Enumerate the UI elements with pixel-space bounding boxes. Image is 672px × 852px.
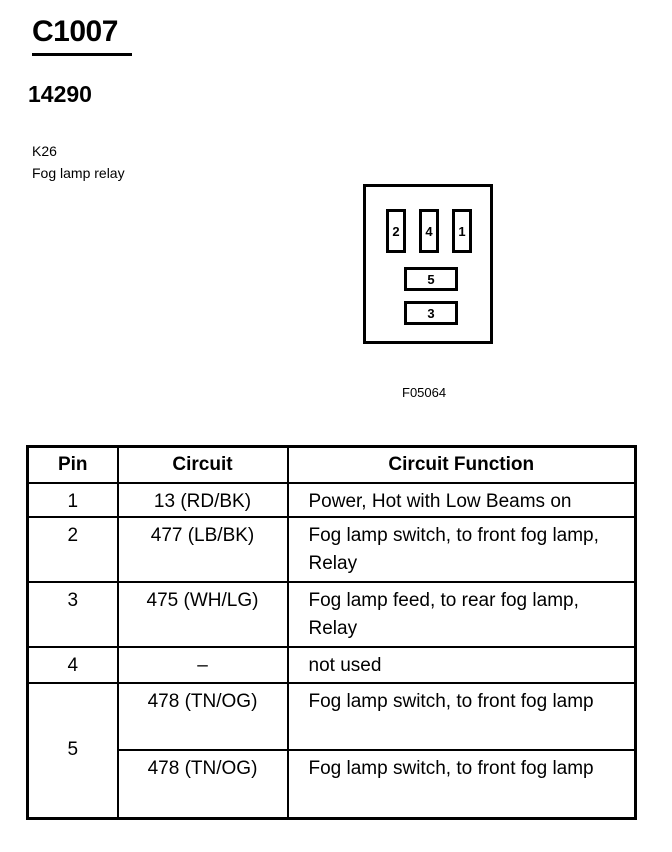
function-cell: Power, Hot with Low Beams on <box>286 482 637 518</box>
connector-pin-3: 3 <box>404 301 458 325</box>
component-name: Fog lamp relay <box>32 165 125 181</box>
connector-pin-4: 4 <box>419 209 439 253</box>
connector-pin-2: 2 <box>386 209 406 253</box>
circuit-cell: 477 (LB/BK) <box>116 516 289 583</box>
heading-underline <box>32 53 132 56</box>
header-circuit: Circuit <box>116 445 289 484</box>
pin-cell: 3 <box>26 581 119 648</box>
connector-pin-5: 5 <box>404 267 458 291</box>
function-cell: Fog lamp switch, to front fog lamp, Rela… <box>286 516 637 583</box>
header-circuit-function: Circuit Function <box>286 445 637 484</box>
figure-code: F05064 <box>402 385 447 400</box>
function-cell: not used <box>286 646 637 684</box>
circuit-cell: 13 (RD/BK) <box>116 482 289 518</box>
table-row: 3 475 (WH/LG) Fog lamp feed, to rear fog… <box>26 581 637 648</box>
circuit-cell: – <box>116 646 289 684</box>
pin-cell: 5 <box>26 682 119 819</box>
pin-cell: 4 <box>26 646 119 684</box>
connector-id-heading: C1007 <box>32 15 118 48</box>
table-row: 2 477 (LB/BK) Fog lamp switch, to front … <box>26 516 637 583</box>
circuit-cell: 475 (WH/LG) <box>116 581 289 648</box>
function-cell: Fog lamp feed, to rear fog lamp, Relay <box>286 581 637 648</box>
circuit-cell: 478 (TN/OG) <box>116 682 289 751</box>
table-row: 1 13 (RD/BK) Power, Hot with Low Beams o… <box>26 482 637 518</box>
table-row: 478 (TN/OG) Fog lamp switch, to front fo… <box>28 749 637 819</box>
part-number: 14290 <box>28 81 92 107</box>
pin-cell: 1 <box>26 482 119 518</box>
table-row: 4 – not used <box>26 646 637 684</box>
connector-pin-1: 1 <box>452 209 472 253</box>
function-cell: Fog lamp switch, to front fog lamp <box>286 682 637 751</box>
pin-table: Pin Circuit Circuit Function 1 13 (RD/BK… <box>26 445 637 820</box>
table-header-row: Pin Circuit Circuit Function <box>26 445 637 484</box>
circuit-cell: 478 (TN/OG) <box>116 749 289 819</box>
header-pin: Pin <box>26 445 119 484</box>
connector-face-diagram: 2 4 1 5 3 <box>363 184 493 344</box>
pin-cell: 2 <box>26 516 119 583</box>
function-cell: Fog lamp switch, to front fog lamp <box>286 749 637 819</box>
component-code: K26 <box>32 143 57 159</box>
table-row: 5 478 (TN/OG) Fog lamp switch, to front … <box>26 682 637 819</box>
